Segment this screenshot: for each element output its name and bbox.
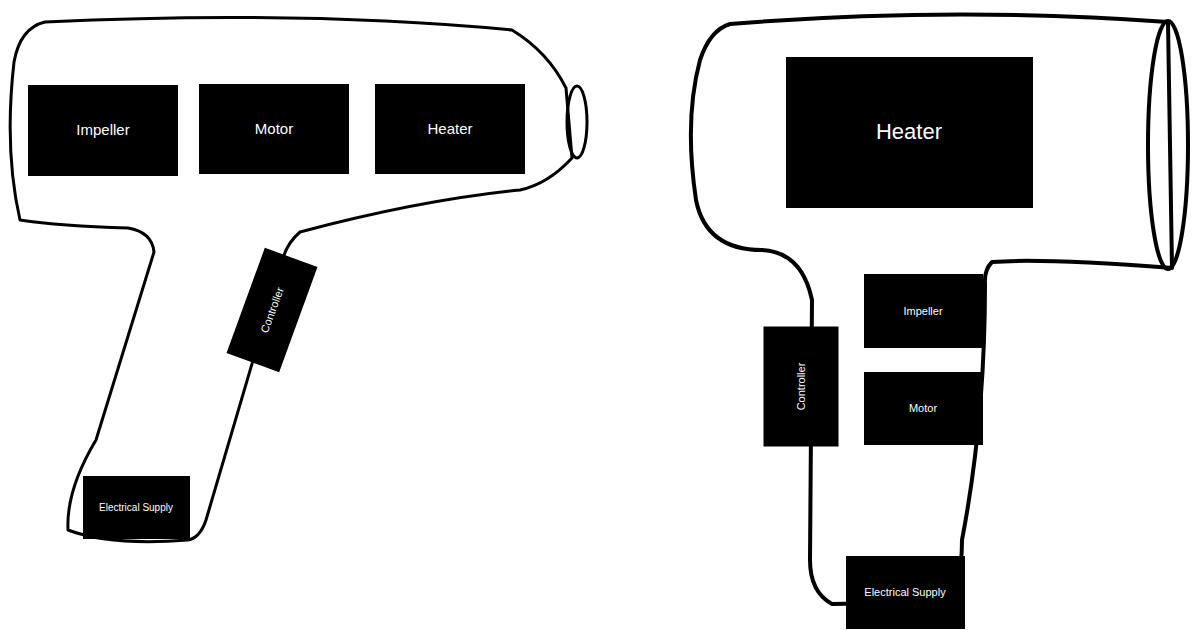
component-box: Electrical Supply: [83, 476, 190, 539]
component-label: Controller: [795, 362, 807, 410]
component-box: Impeller: [864, 274, 983, 348]
left-dryer-housing: [10, 18, 572, 542]
component-label: Motor: [909, 402, 937, 414]
component-box: Impeller: [28, 85, 178, 176]
component-label: Controller: [258, 286, 286, 335]
right-dryer-front: [1148, 21, 1188, 269]
right-dryer-housing: [691, 14, 1172, 604]
component-label: Motor: [255, 121, 293, 138]
component-label: Impeller: [76, 122, 129, 139]
component-box: Controller: [227, 248, 318, 372]
left-dryer-nozzle: [567, 86, 587, 158]
component-box: Motor: [199, 84, 349, 174]
component-label: Electrical Supply: [864, 586, 945, 598]
component-box: Heater: [786, 57, 1033, 208]
component-label: Impeller: [903, 305, 942, 317]
component-box: Motor: [864, 372, 983, 445]
component-label: Electrical Supply: [99, 502, 173, 513]
component-box: Heater: [375, 84, 525, 174]
component-label: Heater: [427, 121, 472, 138]
component-box: Electrical Supply: [846, 556, 965, 629]
component-label: Heater: [876, 120, 942, 144]
component-box: Controller: [764, 326, 839, 446]
